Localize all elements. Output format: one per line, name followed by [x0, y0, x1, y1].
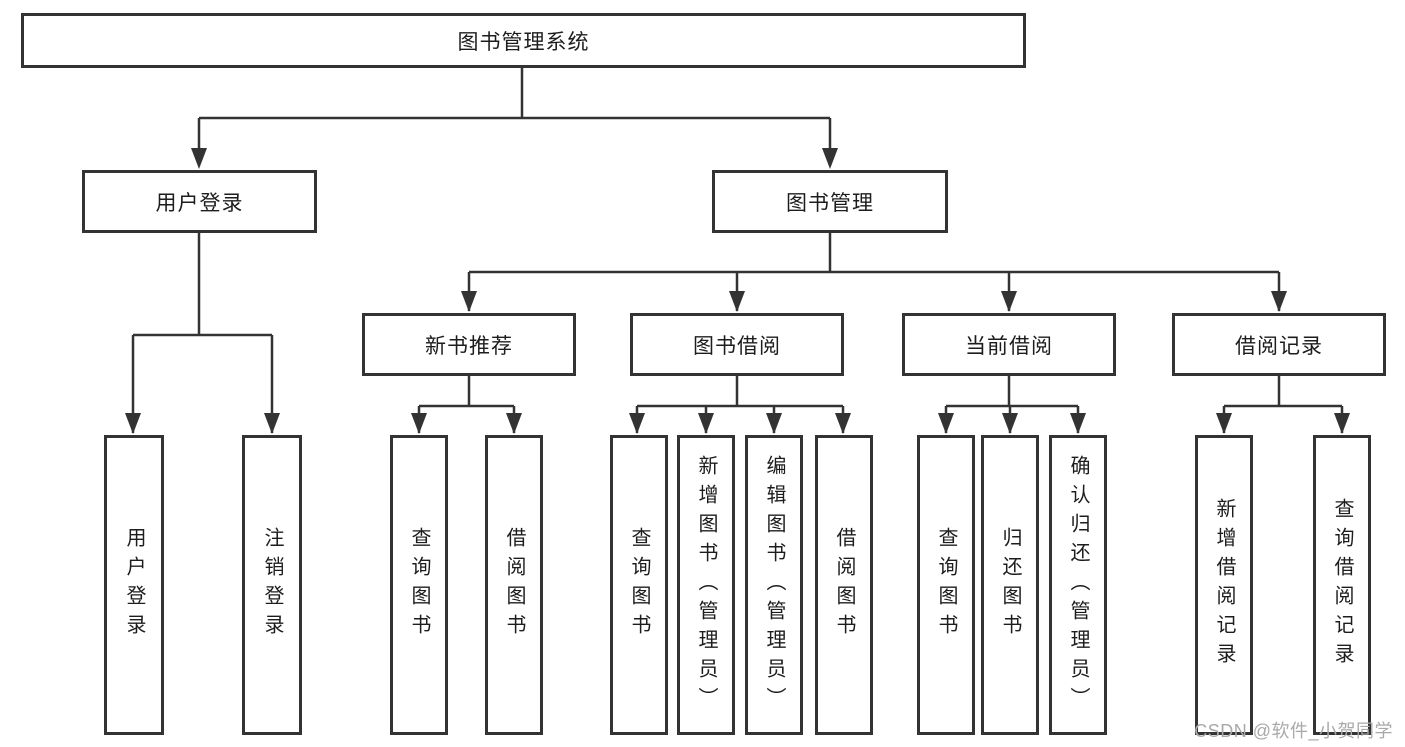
connector-lines	[197, 68, 832, 165]
arrowhead	[125, 413, 141, 434]
arrowhead	[835, 413, 851, 434]
connector-lines	[635, 376, 845, 433]
leaf-search-borrow-record: 查询借阅记录	[1313, 435, 1371, 735]
node-book-borrowing: 图书借阅	[630, 313, 844, 376]
node-book-borrowing-label: 图书借阅	[693, 334, 781, 358]
connector-current-borrowing	[938, 376, 1086, 434]
arrowhead	[506, 413, 522, 434]
connector-new-book-recommend	[411, 376, 522, 434]
connector-root	[197, 68, 832, 165]
arrowhead	[629, 413, 645, 434]
arrowhead	[1271, 291, 1287, 312]
connector-book-borrowing	[629, 376, 851, 434]
connector-root-arrows	[191, 148, 838, 169]
leaf-logout: 注销登录	[242, 435, 302, 735]
arrowhead	[461, 291, 477, 312]
leaf-confirm-return-admin: 确认归还（管理员）	[1049, 435, 1107, 735]
leaf-search-books-borrow: 查询图书	[610, 435, 668, 735]
leaf-user-login-label: 用户登录	[123, 527, 145, 643]
node-user-login-label: 用户登录	[155, 191, 244, 215]
leaf-search-books-newbook-label: 查询图书	[408, 527, 430, 643]
node-current-borrowing-label: 当前借阅	[965, 334, 1053, 358]
leaf-confirm-return-admin-label: 确认归还（管理员）	[1067, 454, 1089, 716]
arrowhead	[411, 413, 427, 434]
leaf-search-books-borrow-label: 查询图书	[628, 527, 650, 643]
connector-lines	[417, 376, 516, 433]
leaf-search-books-current: 查询图书	[917, 435, 975, 735]
arrowhead	[729, 291, 745, 312]
arrowhead	[938, 413, 954, 434]
arrowhead	[1216, 413, 1232, 434]
arrowhead	[1334, 413, 1350, 434]
arrowhead	[1070, 413, 1086, 434]
leaf-logout-label: 注销登录	[261, 527, 283, 643]
arrowhead	[264, 413, 280, 434]
node-book-management-label: 图书管理	[786, 191, 874, 215]
leaf-return-book-label: 归还图书	[999, 527, 1021, 643]
arrowhead	[822, 148, 838, 169]
leaf-search-books-newbook: 查询图书	[390, 435, 448, 735]
node-root-label: 图书管理系统	[457, 30, 590, 54]
node-new-book-recommend-label: 新书推荐	[425, 334, 513, 358]
arrowhead	[698, 413, 714, 434]
connector-lines	[467, 233, 1281, 311]
leaf-borrow-books-borrow: 借阅图书	[815, 435, 873, 735]
leaf-search-books-current-label: 查询图书	[935, 527, 957, 643]
leaf-borrow-books-newbook: 借阅图书	[485, 435, 543, 735]
leaf-user-login: 用户登录	[104, 435, 164, 735]
leaf-borrow-books-newbook-label: 借阅图书	[503, 527, 525, 643]
node-borrow-records-label: 借阅记录	[1235, 334, 1323, 358]
arrowhead	[1002, 413, 1018, 434]
arrowhead	[191, 148, 207, 169]
node-borrow-records: 借阅记录	[1172, 313, 1386, 376]
leaf-add-borrow-record: 新增借阅记录	[1195, 435, 1253, 735]
csdn-watermark: CSDN @软件_小贺同学	[1194, 721, 1393, 741]
leaf-edit-book-admin: 编辑图书（管理员）	[745, 435, 803, 735]
node-root: 图书管理系统	[21, 13, 1026, 68]
connector-borrow-records	[1216, 376, 1350, 434]
node-book-management: 图书管理	[712, 170, 948, 233]
leaf-edit-book-admin-label: 编辑图书（管理员）	[763, 454, 785, 716]
leaf-borrow-books-borrow-label: 借阅图书	[833, 527, 855, 643]
connector-book-management	[461, 233, 1287, 312]
arrowhead	[766, 413, 782, 434]
leaf-add-book-admin: 新增图书（管理员）	[677, 435, 735, 735]
leaf-search-borrow-record-label: 查询借阅记录	[1331, 498, 1353, 672]
connector-lines	[131, 233, 274, 433]
leaf-return-book: 归还图书	[981, 435, 1039, 735]
node-user-login: 用户登录	[82, 170, 317, 233]
connector-lines	[1222, 376, 1344, 433]
leaf-add-borrow-record-label: 新增借阅记录	[1213, 498, 1235, 672]
leaf-add-book-admin-label: 新增图书（管理员）	[695, 454, 717, 716]
node-new-book-recommend: 新书推荐	[362, 313, 576, 376]
connector-user-login	[125, 233, 280, 434]
node-current-borrowing: 当前借阅	[902, 313, 1116, 376]
arrowhead	[1001, 291, 1017, 312]
